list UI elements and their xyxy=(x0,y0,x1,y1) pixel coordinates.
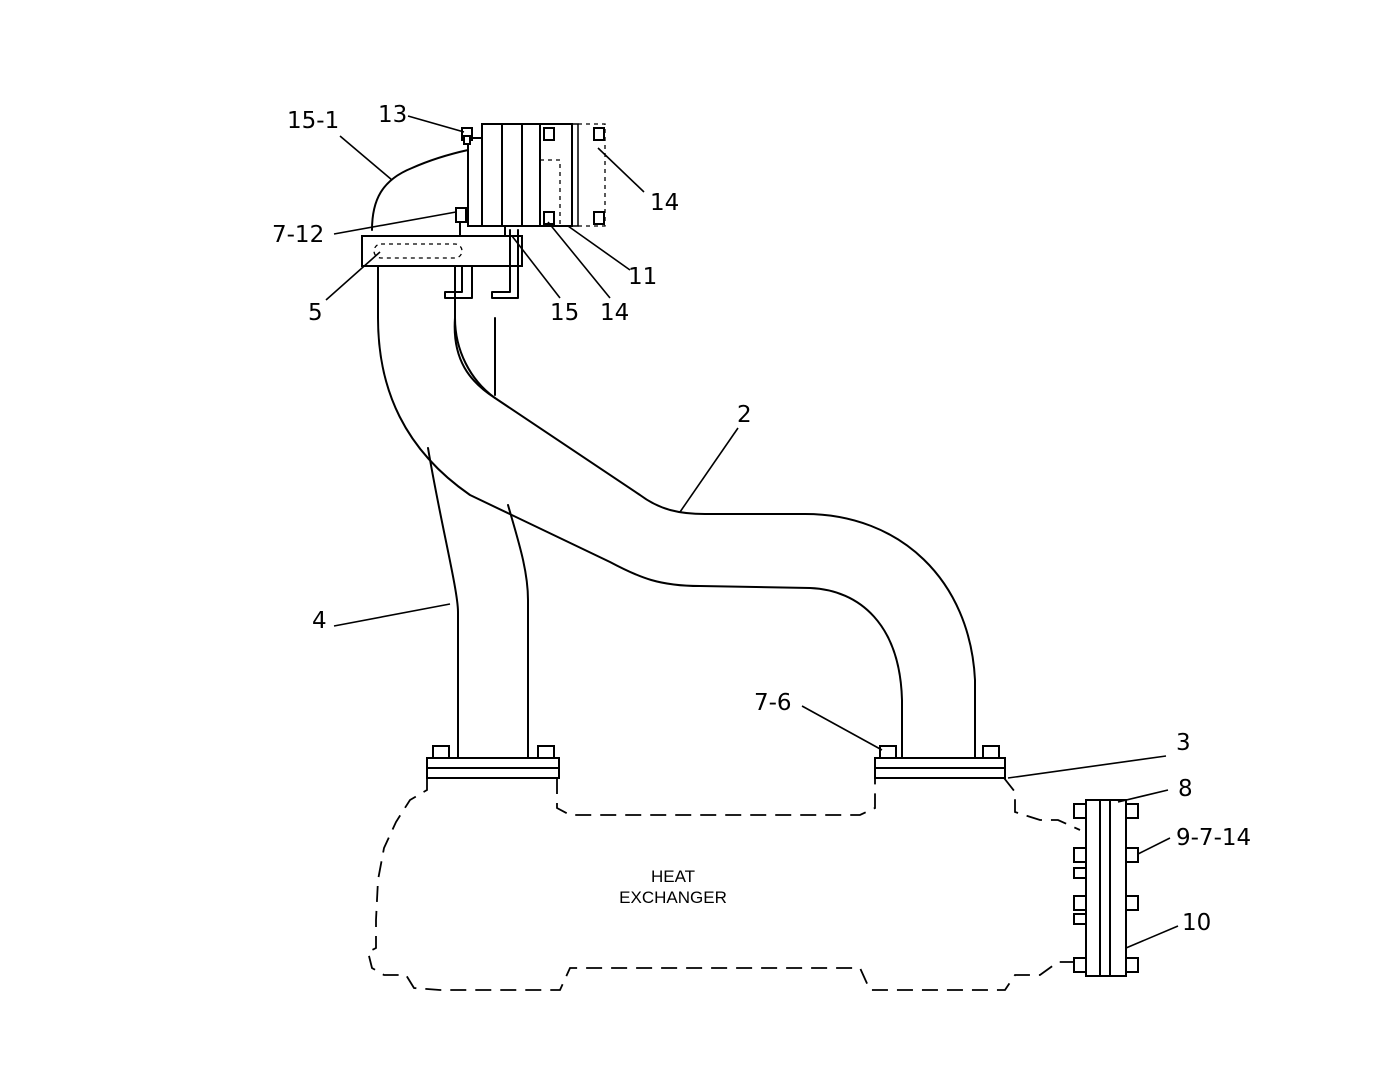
pipe-4 xyxy=(427,317,529,759)
heat-exchanger-outline xyxy=(366,777,1081,991)
callout-3: 3 xyxy=(1176,730,1191,756)
callout-7-6: 7-6 xyxy=(754,690,792,716)
callout-labels: 15-1 13 14 7-12 11 5 15 14 2 4 7-6 3 8 9… xyxy=(272,102,1251,936)
elbow-15-1 xyxy=(371,149,469,231)
callout-5: 5 xyxy=(308,300,323,326)
leader-lines xyxy=(325,115,1179,949)
callout-15-1: 15-1 xyxy=(287,108,339,134)
flange-left xyxy=(426,745,560,779)
support-bracket-5 xyxy=(361,221,523,299)
callout-14-top: 14 xyxy=(650,190,679,216)
callout-15: 15 xyxy=(550,300,579,326)
flange-right xyxy=(874,745,1006,779)
callout-9-7-14: 9-7-14 xyxy=(1176,825,1251,851)
callout-11: 11 xyxy=(628,264,657,290)
heat-exchanger-label-line2: EXCHANGER xyxy=(619,888,727,907)
callout-13: 13 xyxy=(378,102,407,128)
side-outlet-flange xyxy=(1073,799,1139,977)
heat-exchanger-label-line1: HEAT xyxy=(651,867,695,886)
pipe-2 xyxy=(377,255,976,759)
callout-10: 10 xyxy=(1182,910,1211,936)
callout-14-mid: 14 xyxy=(600,300,629,326)
callout-2: 2 xyxy=(737,402,752,428)
bolt-icon xyxy=(1073,803,1139,973)
callout-8: 8 xyxy=(1178,776,1193,802)
callout-7-12: 7-12 xyxy=(272,222,324,248)
bolt-icon xyxy=(461,127,473,145)
heat-exchanger-label: HEAT EXCHANGER xyxy=(619,867,727,907)
callout-4: 4 xyxy=(312,608,327,634)
top-coupling-assembly xyxy=(455,123,606,227)
